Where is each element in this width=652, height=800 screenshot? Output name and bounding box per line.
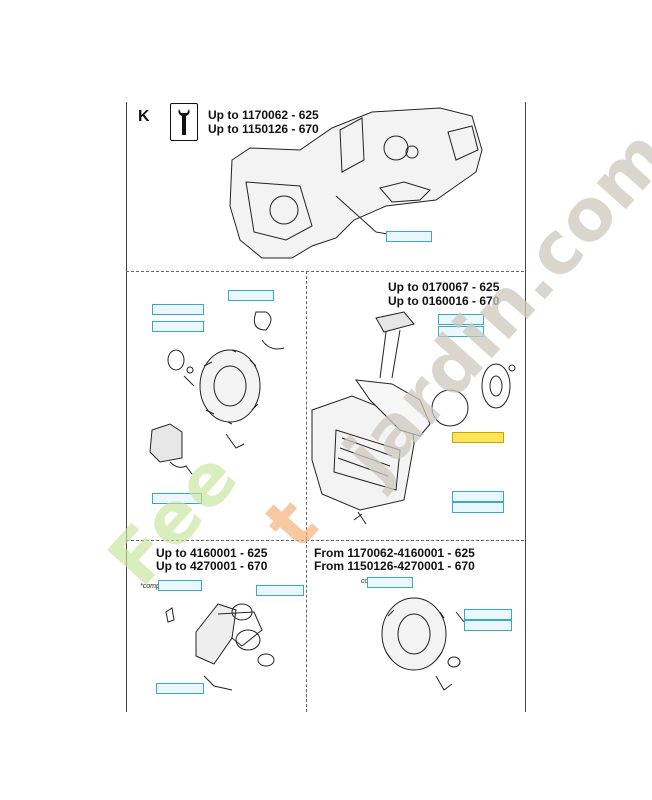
panel-divider xyxy=(306,271,307,540)
parts-sheet-frame xyxy=(126,102,526,712)
panel-heading-line-2: Up to 0160016 - 670 xyxy=(388,294,500,308)
compl-note: *compl xyxy=(140,583,162,590)
part-number-tag xyxy=(156,683,204,694)
part-number-tag xyxy=(256,585,304,596)
panel-heading-line-1: From 1170062-4160001 - 625 xyxy=(314,546,475,560)
section-letter: K xyxy=(138,108,150,125)
panel-heading-line-2: From 1150126-4270001 - 670 xyxy=(314,559,475,573)
part-number-tag xyxy=(464,609,512,620)
part-number-tag xyxy=(152,321,204,332)
part-number-tag xyxy=(367,577,413,588)
panel-heading-line-2: Up to 4270001 - 670 xyxy=(156,559,268,573)
wrench-icon xyxy=(170,103,198,141)
panel-divider xyxy=(306,540,307,712)
panel-heading-line-1: Up to 0170067 - 625 xyxy=(388,280,500,294)
part-number-tag xyxy=(438,314,484,325)
section-heading-line-1: Up to 1170062 - 625 xyxy=(208,108,319,122)
part-number-tag xyxy=(464,620,512,631)
part-number-tag xyxy=(152,493,202,504)
part-number-tag xyxy=(152,304,204,315)
section-heading-line-2: Up to 1150126 - 670 xyxy=(208,122,319,136)
part-number-tag-highlighted xyxy=(452,432,504,443)
panel-heading-line-1: Up to 4160001 - 625 xyxy=(156,546,268,560)
part-number-tag xyxy=(386,231,432,242)
part-number-tag xyxy=(158,580,202,591)
section-divider xyxy=(126,271,524,272)
part-number-tag xyxy=(452,491,504,502)
part-number-tag xyxy=(452,502,504,513)
part-number-tag xyxy=(228,290,274,301)
part-number-tag xyxy=(438,326,484,337)
section-divider xyxy=(126,540,524,541)
